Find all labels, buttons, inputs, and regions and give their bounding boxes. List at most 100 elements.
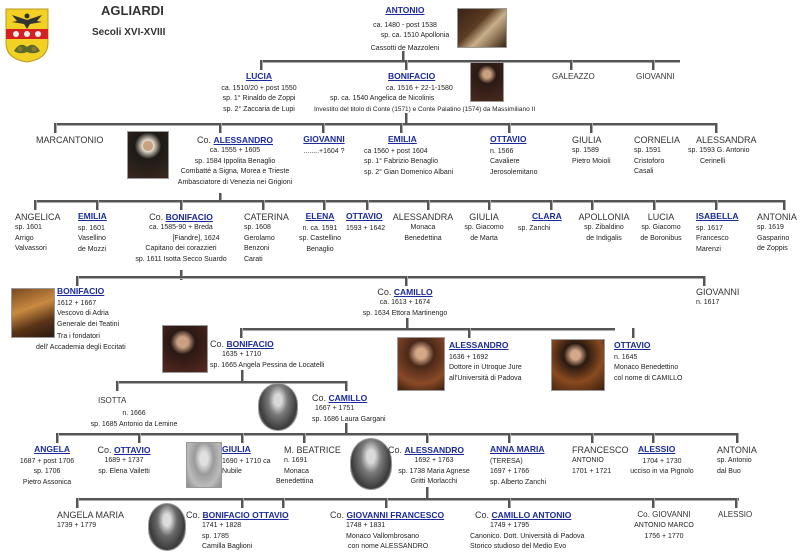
person-link-alessandro-gen3[interactable]: ALESSANDRO <box>213 135 274 145</box>
person-link-elena[interactable]: ELENA <box>305 211 335 221</box>
connector-line <box>508 498 511 508</box>
person-isotta: ISOTTA n. 1666 sp. 1685 Antonio da Lemin… <box>90 396 178 428</box>
person-link-camillo-gen7[interactable]: CAMILLO <box>328 393 368 403</box>
person-link-annamaria[interactable]: ANNA MARIA <box>490 444 545 454</box>
person-camillo-gen5: Co. CAMILLO ca. 1613 + 1674 sp. 1634 Ett… <box>362 287 448 317</box>
portrait-bonifacio-gen2 <box>470 62 504 102</box>
person-giulia-gen8: GIULIA 1690 + 1710 ca Nubile <box>222 444 271 475</box>
person-link-lucia[interactable]: LUCIA <box>246 71 272 81</box>
person-isabella: ISABELLA sp. 1617 Francesco Marenzi <box>696 211 739 253</box>
connector-line <box>550 200 553 210</box>
person-link-isabella[interactable]: ISABELLA <box>696 211 739 221</box>
portrait-bonifacio-gen9 <box>148 503 186 551</box>
person-link-bonifacio-gen5[interactable]: BONIFACIO <box>57 286 105 296</box>
connector-line <box>116 381 119 391</box>
person-angelica: ANGELICA sp. 1601 Arrigo Valvassori <box>15 212 61 252</box>
person-alessio-gen9: ALESSIO <box>718 510 753 519</box>
connector-line <box>468 328 471 338</box>
connector-line <box>345 423 348 435</box>
person-alessandro-gen3: Co. ALESSANDRO ca. 1555 + 1605 sp. 1584 … <box>177 135 293 186</box>
connector-line <box>385 498 388 508</box>
person-link-bonifacio-gen6[interactable]: BONIFACIO <box>226 339 274 349</box>
connector-line <box>715 200 718 210</box>
connector-line <box>632 328 635 338</box>
person-link-alessio-gen8[interactable]: ALESSIO <box>638 444 676 454</box>
connector-line <box>76 498 79 508</box>
connector-line <box>241 370 244 382</box>
portrait-alessandro-gen8 <box>350 438 392 490</box>
connector-line <box>76 498 739 501</box>
connector-line <box>56 433 738 436</box>
portrait-ottavio-gen6 <box>551 339 605 391</box>
person-link-emilia-gen4[interactable]: EMILIA <box>78 211 107 221</box>
person-bonifacio-gen5: BONIFACIO 1612 + 1667 Vescovo di Adria G… <box>36 286 126 351</box>
connector-line <box>219 193 222 203</box>
person-link-camillo-gen9[interactable]: CAMILLO ANTONIO <box>491 510 572 520</box>
person-giovanni-gen9: Co. GIOVANNI FRANCESCO 1748 + 1831 Monac… <box>330 510 445 550</box>
person-ottavio-gen4: OTTAVIO 1593 + 1642 <box>346 211 386 232</box>
connector-line <box>570 60 573 70</box>
person-link-bonifacio-gen2[interactable]: BONIFACIO <box>388 71 436 81</box>
connector-line <box>240 328 243 338</box>
person-giulia-gen3: GIULIA sp. 1589 Pietro Moioli <box>572 135 611 165</box>
connector-line <box>303 433 306 443</box>
person-caterina: CATERINA sp. 1608 Gerolamo Benzoni Carat… <box>244 212 289 263</box>
page-subtitle: Secoli XVI-XVIII <box>92 27 166 38</box>
person-alessandro-gen6: ALESSANDRO 1636 + 1692 Dottore in Utroqu… <box>449 340 522 382</box>
person-alessandro-gen8: Co. ALESSANDRO 1692 + 1763 sp. 1738 Mari… <box>388 445 470 485</box>
person-bonifacio-gen6: Co. BONIFACIO 1635 + 1710 sp. 1665 Angel… <box>210 339 325 369</box>
person-link-bonifacio-gen9[interactable]: BONIFACIO OTTAVIO <box>202 510 289 520</box>
connector-line <box>736 433 739 443</box>
person-link-ottavio-gen4[interactable]: OTTAVIO <box>346 211 383 221</box>
person-annamaria: ANNA MARIA (TERESA) 1697 + 1766 sp. Albe… <box>490 444 547 486</box>
connector-line <box>241 498 244 508</box>
connector-line <box>653 200 656 210</box>
person-link-alessandro-gen8[interactable]: ALESSANDRO <box>404 445 465 455</box>
person-link-giulia-gen8[interactable]: GIULIA <box>222 444 251 454</box>
person-link-giovanni-gen9[interactable]: GIOVANNI FRANCESCO <box>346 510 445 520</box>
person-giovanni-gen2: GIOVANNI <box>636 72 675 81</box>
portrait-bonifacio-gen5 <box>11 288 55 338</box>
person-link-bonifacio-gen4[interactable]: BONIFACIO <box>165 212 213 222</box>
person-camillo-gen7: Co. CAMILLO 1667 + 1751 sp. 1686 Laura G… <box>312 393 386 423</box>
connector-line <box>366 200 369 210</box>
person-link-clara[interactable]: CLARA <box>532 211 562 221</box>
portrait-antonio <box>457 8 507 48</box>
person-emilia-gen4: EMILIA sp. 1601 Vasellino de Mozzi <box>78 211 107 253</box>
coat-of-arms <box>4 7 50 63</box>
connector-line <box>426 487 429 499</box>
person-antonia-gen8: ANTONIA sp. Antonio dal Buo <box>717 445 757 475</box>
connector-line <box>426 433 429 443</box>
person-link-angela[interactable]: ANGELA <box>34 444 70 454</box>
person-ottavio-gen6: OTTAVIO n. 1645 Monaco Benedettino col n… <box>614 340 683 382</box>
person-angelamaria: ANGELA MARIA 1739 + 1779 <box>57 510 125 529</box>
person-giovanni-gen5: GIOVANNI n. 1617 <box>696 287 740 306</box>
person-link-ottavio-gen3[interactable]: OTTAVIO <box>490 134 527 144</box>
connector-line <box>34 200 37 210</box>
connector-line <box>703 276 706 286</box>
connector-line <box>323 200 326 210</box>
connector-line <box>652 498 655 508</box>
person-elena: ELENA n. ca. 1591 sp. Castellino Benagli… <box>298 211 342 253</box>
person-link-ottavio-gen8[interactable]: OTTAVIO <box>114 445 151 455</box>
person-giovannimarco: Co. GIOVANNI ANTONIO MARCO 1756 + 1770 <box>634 510 694 540</box>
person-link-antonio[interactable]: ANTONIO <box>385 5 425 15</box>
person-beatrice: M. BEATRICE n. 1691 Monaca Benedettina <box>276 445 341 485</box>
person-camillo-gen9: Co. CAMILLO ANTONIO 1749 + 1795 Canonico… <box>470 510 585 550</box>
person-link-ottavio-gen6[interactable]: OTTAVIO <box>614 340 651 350</box>
connector-line <box>405 60 408 70</box>
connector-line <box>783 200 786 210</box>
person-link-camillo-gen5[interactable]: CAMILLO <box>393 287 433 297</box>
person-link-alessandro-gen6[interactable]: ALESSANDRO <box>449 340 509 350</box>
connector-line <box>260 60 263 70</box>
person-lucia: LUCIA ca. 1510/20 + post 1550 sp. 1° Rin… <box>221 71 297 113</box>
connector-line <box>508 123 511 133</box>
connector-line <box>138 433 141 443</box>
portrait-giulia-gen8 <box>186 442 222 488</box>
person-link-emilia-gen3[interactable]: EMILIA <box>388 134 417 144</box>
connector-line <box>54 123 716 126</box>
person-link-giovanni-gen3[interactable]: GIOVANNI <box>303 134 345 144</box>
page-title: AGLIARDI <box>101 3 164 18</box>
coat-of-arms-icon <box>5 8 49 63</box>
connector-line <box>488 200 491 210</box>
